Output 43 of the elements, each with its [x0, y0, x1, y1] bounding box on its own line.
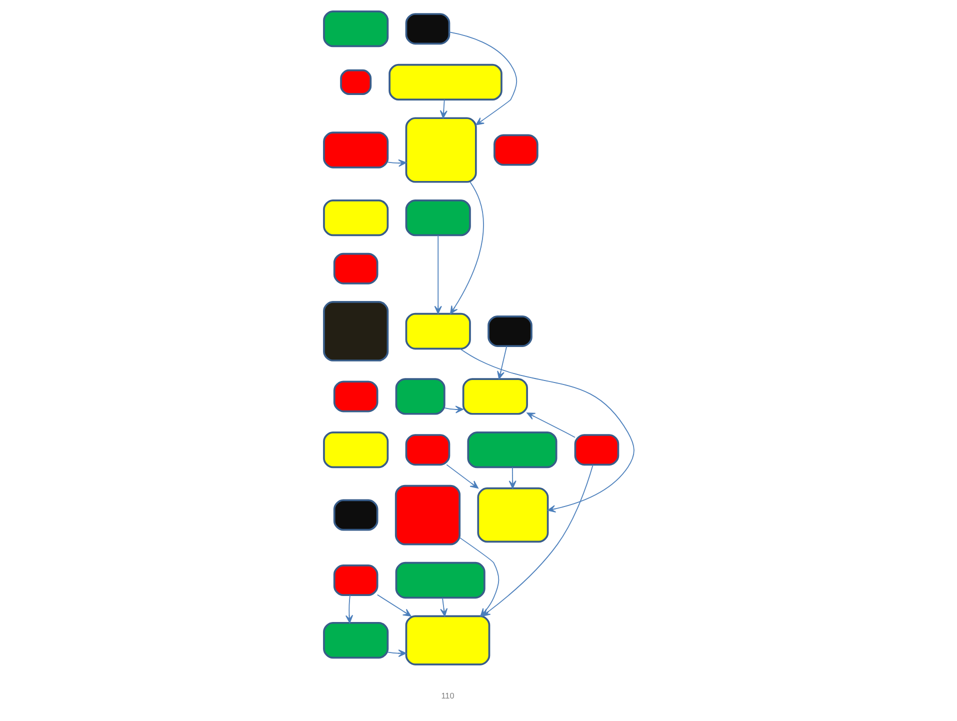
- arrow: [508, 466, 516, 489]
- node-box: [394, 378, 445, 415]
- node-box: [487, 315, 532, 347]
- node-box: [332, 380, 378, 412]
- node-box: [322, 10, 388, 48]
- node-box: [404, 117, 476, 183]
- node-box: [476, 487, 548, 543]
- arrow: [439, 99, 447, 118]
- node-box: [394, 562, 485, 599]
- node-box: [493, 134, 538, 166]
- node-box: [322, 622, 388, 659]
- node-box: [332, 564, 378, 596]
- node-box: [466, 431, 557, 468]
- arrow: [386, 650, 406, 658]
- node-box: [404, 434, 450, 466]
- node-box: [322, 431, 388, 468]
- node-box: [462, 378, 528, 415]
- node-box: [322, 301, 388, 362]
- arrow: [440, 598, 448, 617]
- arrow: [446, 464, 478, 489]
- node-box: [404, 615, 490, 666]
- node-box: [394, 484, 460, 546]
- node-box: [574, 434, 619, 466]
- label: 110: [440, 691, 454, 700]
- arrow: [386, 159, 406, 167]
- arrow: [376, 594, 411, 617]
- arrow: [345, 594, 353, 624]
- node-box: [322, 199, 388, 236]
- node-box: [404, 13, 450, 45]
- arrow: [459, 348, 634, 513]
- node-box: [404, 312, 470, 350]
- node-box: [340, 69, 372, 95]
- arrow: [496, 346, 507, 380]
- arrow: [449, 182, 484, 314]
- node-box: [332, 499, 378, 531]
- node-box: [388, 64, 502, 101]
- node-box: [332, 252, 378, 284]
- arrow: [448, 32, 517, 126]
- node-box: [322, 132, 388, 168]
- arrow: [434, 234, 442, 314]
- node-box: [404, 199, 470, 236]
- arrow: [444, 406, 464, 414]
- arrow: [526, 412, 575, 438]
